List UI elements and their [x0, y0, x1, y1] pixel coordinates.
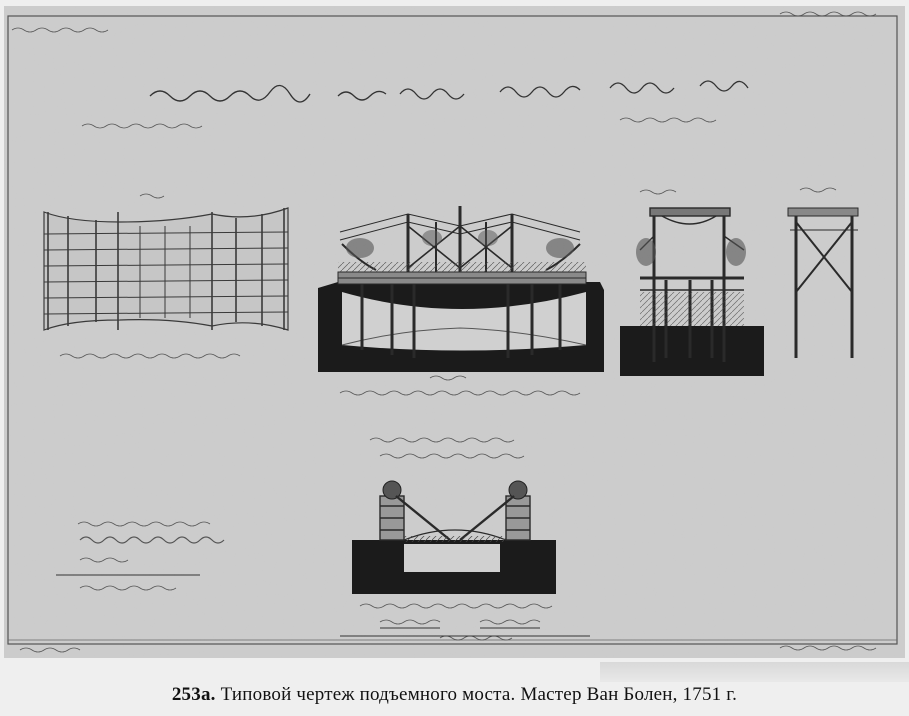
bridge-plan-view	[43, 207, 289, 331]
bridge-drawing-plate	[4, 6, 905, 658]
lifting-mechanism-detail	[352, 480, 556, 594]
bridge-trestle-section	[787, 207, 859, 358]
figure-caption: 253а. Типовой чертеж подъемного моста. М…	[0, 680, 909, 710]
bridge-side-elevation	[318, 206, 604, 372]
sheet-border	[7, 15, 898, 645]
figure-caption-text: Типовой чертеж подъемного моста. Мастер …	[220, 684, 738, 705]
handwritten-title	[149, 80, 749, 103]
bridge-end-section	[620, 207, 764, 376]
figure-number: 253а.	[171, 684, 216, 705]
reverse-side-bleed	[600, 662, 909, 682]
handwritten-notes	[11, 11, 877, 653]
